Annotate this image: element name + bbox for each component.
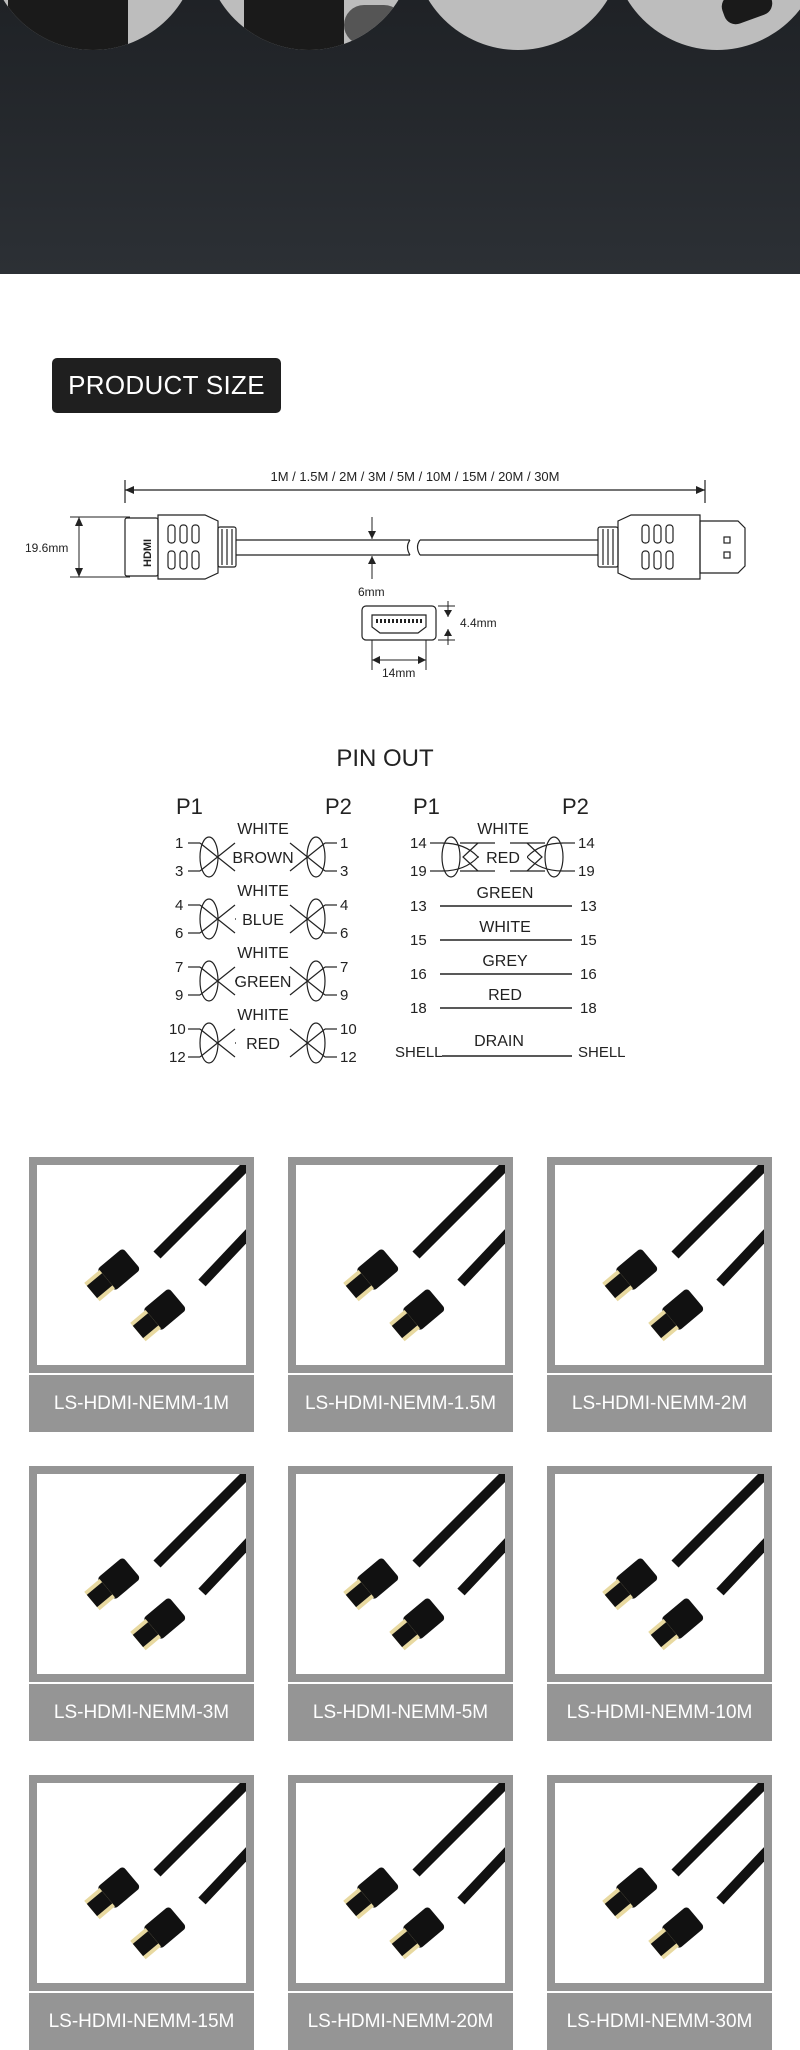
feature-image-2 <box>204 0 414 50</box>
product-image[interactable] <box>29 1466 254 1682</box>
product-image[interactable] <box>547 1466 772 1682</box>
length-options: 1M / 1.5M / 2M / 3M / 5M / 10M / 15M / 2… <box>271 469 560 484</box>
svg-text:15: 15 <box>410 932 427 949</box>
svg-text:GREEN: GREEN <box>235 974 292 991</box>
svg-text:6: 6 <box>340 925 348 942</box>
top-banner <box>0 0 800 274</box>
svg-text:RED: RED <box>246 1036 280 1053</box>
svg-text:14: 14 <box>578 835 595 852</box>
product-name[interactable]: LS-HDMI-NEMM-30M <box>547 1993 772 2050</box>
product-name[interactable]: LS-HDMI-NEMM-15M <box>29 1993 254 2050</box>
left-p1-label: P1 <box>176 794 203 819</box>
svg-text:SHELL: SHELL <box>578 1044 626 1061</box>
feature-image-3 <box>413 0 623 50</box>
cable-diameter-label: 6mm <box>358 585 385 599</box>
svg-text:16: 16 <box>580 966 597 983</box>
section-title: PRODUCT SIZE <box>52 358 281 413</box>
pinout-title: PIN OUT <box>336 745 434 772</box>
product-image[interactable] <box>547 1775 772 1991</box>
straight-wire: 16 16 GREY <box>410 953 597 983</box>
product-image[interactable] <box>29 1157 254 1373</box>
product-name[interactable]: LS-HDMI-NEMM-5M <box>288 1684 513 1741</box>
svg-text:12: 12 <box>169 1049 186 1066</box>
svg-text:7: 7 <box>340 959 348 976</box>
product-name[interactable]: LS-HDMI-NEMM-1M <box>29 1375 254 1432</box>
left-connector <box>124 514 237 580</box>
svg-text:WHITE: WHITE <box>477 821 529 838</box>
plug-height-label: 4.4mm <box>460 616 497 630</box>
svg-text:9: 9 <box>175 987 183 1004</box>
pinout-diagram: P1 P2 P1 P2 WHITE1313BROWNWHITE4646BLUEW… <box>169 794 626 1066</box>
twisted-pair: WHITE 7 9 7 9 GREEN <box>175 945 348 1004</box>
plug-width-label: 14mm <box>382 666 415 680</box>
shell-drain: SHELL SHELL DRAIN <box>395 1033 626 1061</box>
svg-text:10: 10 <box>340 1021 357 1038</box>
svg-text:GREY: GREY <box>482 953 528 970</box>
feature-image-1 <box>0 0 198 50</box>
feature-image-4 <box>612 0 800 50</box>
hdmi-marking: HDMI <box>142 539 154 567</box>
product-image[interactable] <box>547 1157 772 1373</box>
product-image[interactable] <box>288 1157 513 1373</box>
product-name[interactable]: LS-HDMI-NEMM-3M <box>29 1684 254 1741</box>
svg-text:4: 4 <box>175 897 183 914</box>
right-p2-label: P2 <box>562 794 589 819</box>
straight-wire: 15 15 WHITE <box>410 919 597 949</box>
product-name[interactable]: LS-HDMI-NEMM-20M <box>288 1993 513 2050</box>
twisted-pair: WHITE 1 3 1 3 BROWN <box>175 821 348 880</box>
twisted-pair: WHITE 4 6 4 6 BLUE <box>175 883 348 942</box>
product-name[interactable]: LS-HDMI-NEMM-2M <box>547 1375 772 1432</box>
svg-text:DRAIN: DRAIN <box>474 1033 524 1050</box>
svg-text:19: 19 <box>410 863 427 880</box>
svg-text:WHITE: WHITE <box>237 1007 289 1024</box>
svg-text:16: 16 <box>410 966 427 983</box>
svg-text:WHITE: WHITE <box>237 821 289 838</box>
svg-text:9: 9 <box>340 987 348 1004</box>
svg-text:10: 10 <box>169 1021 186 1038</box>
svg-text:1: 1 <box>175 835 183 852</box>
svg-text:1: 1 <box>340 835 348 852</box>
svg-text:3: 3 <box>340 863 348 880</box>
svg-text:WHITE: WHITE <box>237 883 289 900</box>
right-connector <box>597 514 746 580</box>
svg-text:RED: RED <box>488 987 522 1004</box>
svg-text:BROWN: BROWN <box>232 850 293 867</box>
product-image[interactable] <box>288 1775 513 1991</box>
straight-wire: 13 13 GREEN <box>410 885 597 915</box>
svg-text:14: 14 <box>410 835 427 852</box>
svg-text:WHITE: WHITE <box>237 945 289 962</box>
plug-face <box>361 605 437 641</box>
svg-text:13: 13 <box>580 898 597 915</box>
svg-text:RED: RED <box>486 850 520 867</box>
svg-text:WHITE: WHITE <box>479 919 531 936</box>
svg-text:15: 15 <box>580 932 597 949</box>
svg-text:BLUE: BLUE <box>242 912 284 929</box>
svg-text:18: 18 <box>580 1000 597 1017</box>
product-name[interactable]: LS-HDMI-NEMM-1.5M <box>288 1375 513 1432</box>
svg-text:4: 4 <box>340 897 348 914</box>
svg-text:3: 3 <box>175 863 183 880</box>
svg-text:19: 19 <box>578 863 595 880</box>
height-label: 19.6mm <box>25 541 68 555</box>
svg-text:13: 13 <box>410 898 427 915</box>
left-p2-label: P2 <box>325 794 352 819</box>
svg-text:GREEN: GREEN <box>477 885 534 902</box>
product-name[interactable]: LS-HDMI-NEMM-10M <box>547 1684 772 1741</box>
svg-text:18: 18 <box>410 1000 427 1017</box>
twisted-pair: WHITE 10 12 10 12 RED <box>169 1007 357 1066</box>
straight-wire: 18 18 RED <box>410 987 597 1017</box>
product-image[interactable] <box>29 1775 254 1991</box>
product-size-diagram: 1M / 1.5M / 2M / 3M / 5M / 10M / 15M / 2… <box>25 469 746 680</box>
product-image[interactable] <box>288 1466 513 1682</box>
right-twisted-pair: WHITE 14 19 14 19 RED <box>410 821 595 880</box>
svg-text:7: 7 <box>175 959 183 976</box>
svg-text:12: 12 <box>340 1049 357 1066</box>
svg-text:6: 6 <box>175 925 183 942</box>
right-p1-label: P1 <box>413 794 440 819</box>
svg-text:SHELL: SHELL <box>395 1044 443 1061</box>
